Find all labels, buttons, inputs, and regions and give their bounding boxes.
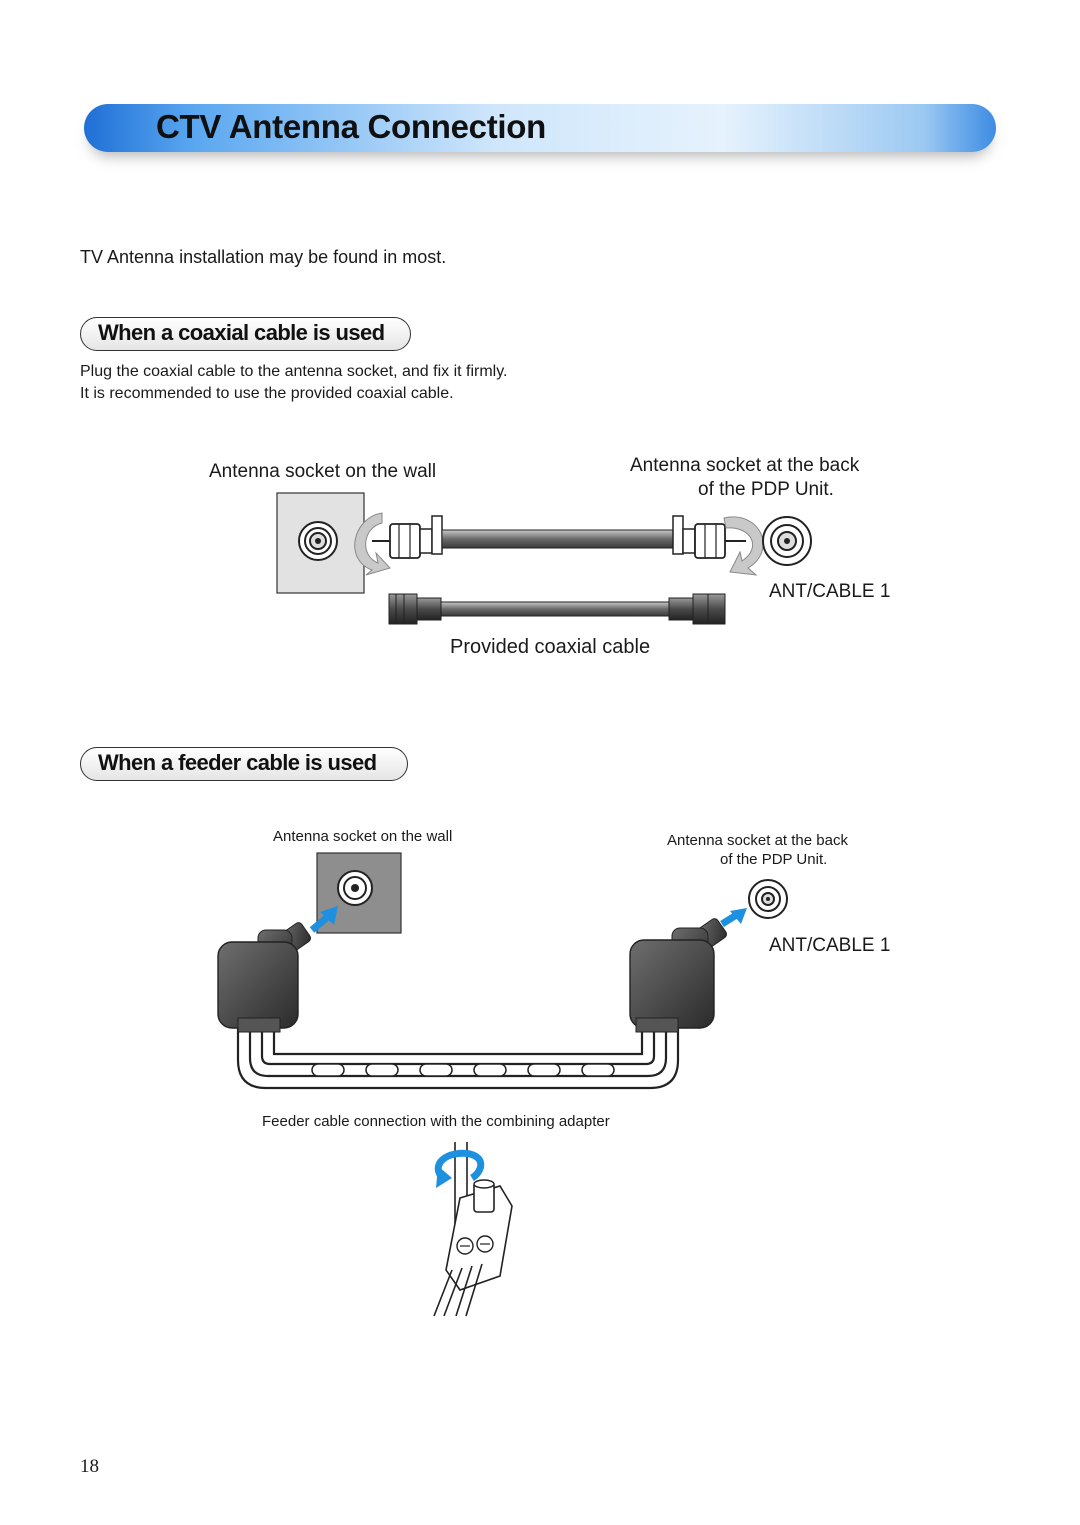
insert-arrow-left-icon	[309, 906, 338, 933]
feeder-wall-label: Antenna socket on the wall	[273, 828, 453, 845]
combining-adapter-left	[217, 922, 312, 1033]
title-banner	[84, 104, 996, 152]
intro-text: TV Antenna installation may be found in …	[80, 247, 447, 267]
insert-arrow-right-icon	[720, 908, 747, 927]
coaxial-back-label-1: Antenna socket at the back	[630, 455, 860, 476]
adapter-caption: Feeder cable connection with the combini…	[262, 1113, 610, 1130]
coaxial-cable-label: Provided coaxial cable	[450, 636, 651, 658]
coax-plug-right	[672, 515, 746, 559]
feeder-back-label-1: Antenna socket at the back	[667, 832, 848, 849]
pdp-socket-feeder	[748, 879, 788, 919]
coaxial-wall-label: Antenna socket on the wall	[209, 461, 437, 482]
coaxial-port-label: ANT/CABLE 1	[769, 581, 891, 602]
feeder-section-heading: When a feeder cable is used	[80, 747, 408, 781]
feeder-port-label: ANT/CABLE 1	[769, 935, 891, 956]
combining-adapter-right	[629, 918, 728, 1033]
feeder-cable-slots	[311, 1063, 615, 1077]
twist-arrow-left-icon	[354, 512, 391, 576]
coaxial-instruction-2: It is recommended to use the provided co…	[80, 385, 454, 402]
feeder-cable-loop	[236, 1018, 680, 1090]
coaxial-back-label-2: of the PDP Unit.	[698, 479, 834, 500]
twist-arrow-right-icon	[723, 516, 764, 576]
rotate-arrow-icon	[434, 1149, 485, 1188]
coaxial-instruction-1: Plug the coaxial cable to the antenna so…	[80, 363, 508, 380]
feeder-back-label-2: of the PDP Unit.	[720, 851, 828, 868]
coax-plug-left	[372, 515, 443, 559]
wall-socket-plate	[276, 492, 365, 594]
page-number: 18	[80, 1456, 99, 1477]
adapter-closeup	[433, 1142, 513, 1317]
page-title: CTV Antenna Connection	[156, 108, 546, 145]
pdp-socket-coaxial	[762, 516, 812, 566]
coaxial-section-heading: When a coaxial cable is used	[80, 317, 411, 351]
provided-coax-cable	[388, 593, 726, 625]
feeder-heading-text: When a feeder cable is used	[98, 750, 377, 775]
feeder-wall-socket	[316, 852, 402, 934]
coaxial-heading-text: When a coaxial cable is used	[98, 320, 385, 345]
